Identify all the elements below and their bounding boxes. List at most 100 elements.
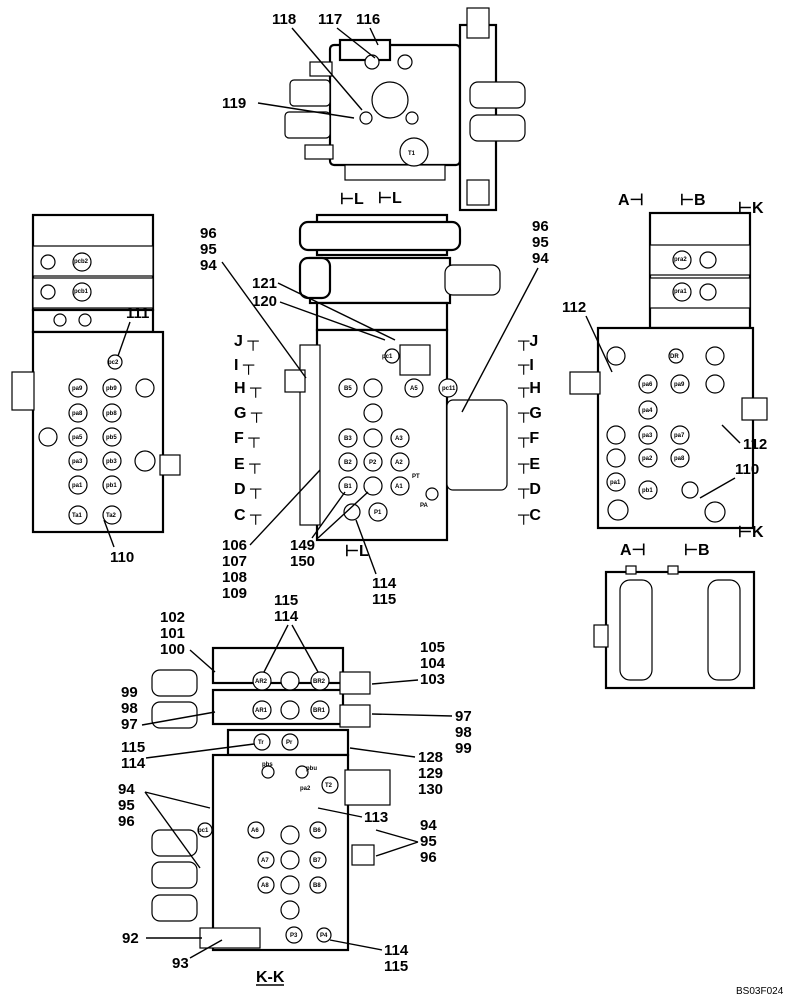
port-pa1: pa1: [72, 483, 83, 489]
callout-118: 118: [272, 11, 296, 28]
drawing-code: BS03F024: [736, 986, 784, 997]
right-view: pra2 pra1 DR pa6 pa9 pa4 pa3 pa7 pa2 pa8…: [562, 192, 768, 690]
callout-106: 106: [222, 537, 247, 554]
callout-101: 101: [160, 625, 185, 642]
row-marks-right: ┬J ┬I ┬H ┬G ┬F ┬E ┬D ┬C: [517, 333, 542, 526]
row-mark-f-left: F ┬: [234, 430, 260, 449]
bottom-ports: AR2 BR2 AR1 BR1 Tr Pr pbs pbu pa2 T2 pc1…: [197, 671, 339, 944]
callout-114-center: 114: [372, 575, 397, 592]
callout-115-bottom: 115: [384, 958, 408, 975]
callout-105: 105: [420, 639, 445, 656]
callout-94-center-right: 94: [532, 250, 549, 267]
callout-94-center-left: 94: [200, 257, 217, 274]
port-pb1: pb1: [106, 483, 117, 489]
port-pc1-bottom: pc1: [198, 828, 209, 834]
port-pc1: pc1: [382, 354, 393, 360]
port-pa3: pa3: [72, 459, 83, 465]
row-mark-j-left: J ┬: [234, 333, 259, 352]
port-b3: B3: [344, 436, 352, 442]
row-mark-h-right: ┬H: [517, 380, 541, 399]
callout-100: 100: [160, 641, 185, 658]
port-pa2-right: pa2: [642, 456, 653, 462]
port-p4: P4: [320, 933, 328, 939]
center-ports: pc1 B5 A5 pc11 B3 A3 B2 P2 A2 PT B1 A1 P…: [338, 348, 458, 522]
row-mark-d-left: D ┬: [234, 481, 262, 500]
row-mark-d-right: ┬D: [517, 481, 541, 500]
port-pcb2: pcb2: [74, 259, 89, 265]
callout-110-right: 110: [735, 461, 759, 478]
callout-129: 129: [418, 765, 443, 782]
port-pa5: pa5: [72, 435, 83, 441]
callout-150: 150: [290, 553, 315, 570]
port-br2: BR2: [313, 679, 326, 685]
port-ta2: Ta2: [106, 513, 117, 519]
callout-94-bottom-left: 94: [118, 781, 135, 798]
port-pa7: pa7: [674, 433, 685, 439]
callout-121: 121: [252, 275, 277, 292]
callout-117: 117: [318, 11, 342, 28]
port-pt: PT: [412, 474, 420, 480]
callout-114-bottom-mid: 114: [121, 755, 146, 772]
callout-108: 108: [222, 569, 247, 586]
port-p2: P2: [369, 460, 377, 466]
row-mark-f-right: ┬F: [517, 430, 539, 449]
callout-110-left: 110: [110, 549, 134, 566]
section-view-title: K-K: [256, 969, 285, 986]
port-b8: B8: [313, 883, 321, 889]
section-mark-a-top: A⊣: [618, 192, 644, 209]
section-mark-l-top-view: ⊢L: [378, 190, 402, 207]
left-view: pcb2 pcb1 pc2 pa9 pb9 pa8 pb8 pa5 pb5 pa…: [11, 213, 181, 566]
callout-115-bottom-top: 115: [274, 592, 298, 609]
row-mark-i-right: ┬I: [517, 357, 534, 376]
port-b2: B2: [344, 460, 352, 466]
callout-96-bottom-left: 96: [118, 813, 135, 830]
port-pb8: pb8: [106, 411, 117, 417]
callout-114-bottom-top: 114: [274, 608, 299, 625]
callout-112-top: 112: [562, 299, 586, 316]
port-ar2: AR2: [255, 679, 268, 685]
section-mark-k-bottom: ⊢K: [738, 524, 764, 541]
port-pc11: pc11: [442, 386, 456, 392]
port-ta1: Ta1: [72, 513, 83, 519]
port-pb5: pb5: [106, 435, 117, 441]
port-pbs: pbs: [262, 762, 273, 768]
port-a3: A3: [395, 436, 403, 442]
callout-111: 111: [126, 305, 149, 322]
port-t1-label: T1: [408, 151, 416, 157]
section-mark-l-center-bottom: ⊢L: [345, 543, 369, 560]
row-marks-left: J ┬ I ┬ H ┬ G ┬ F ┬ E ┬ D ┬ C ┬: [234, 333, 263, 526]
callout-149: 149: [290, 537, 315, 554]
callout-119: 119: [222, 95, 246, 112]
callout-99-right: 99: [455, 740, 472, 757]
callout-96-center-right: 96: [532, 218, 549, 235]
callout-102: 102: [160, 609, 185, 626]
port-pa4: pa4: [642, 408, 653, 414]
port-pa8: pa8: [72, 411, 83, 417]
port-br1: BR1: [313, 708, 326, 714]
port-pbu: pbu: [306, 766, 317, 772]
callout-95-center-left: 95: [200, 241, 217, 258]
callout-104: 104: [420, 655, 446, 672]
callout-95-bottom-right: 95: [420, 833, 437, 850]
callout-120: 120: [252, 293, 277, 310]
port-b6: B6: [313, 828, 321, 834]
callout-95-center-right: 95: [532, 234, 549, 251]
port-pa6: pa6: [642, 382, 653, 388]
port-a8: A8: [261, 883, 269, 889]
callout-92: 92: [122, 930, 139, 947]
callout-114-bottom: 114: [384, 942, 409, 959]
port-pa2-bottom: pa2: [300, 786, 311, 792]
port-p3: P3: [290, 933, 298, 939]
callout-96-bottom-right: 96: [420, 849, 437, 866]
row-mark-e-left: E ┬: [234, 456, 261, 475]
port-p1: P1: [374, 510, 382, 516]
callout-115-bottom-mid: 115: [121, 739, 145, 756]
port-a6: A6: [251, 828, 259, 834]
port-a1: A1: [395, 484, 403, 490]
port-b7: B7: [313, 858, 321, 864]
port-dr: DR: [670, 354, 679, 360]
section-mark-l-center-top: ⊢L: [340, 191, 364, 208]
row-mark-g-left: G ┬: [234, 405, 263, 424]
row-mark-j-right: ┬J: [517, 333, 538, 352]
